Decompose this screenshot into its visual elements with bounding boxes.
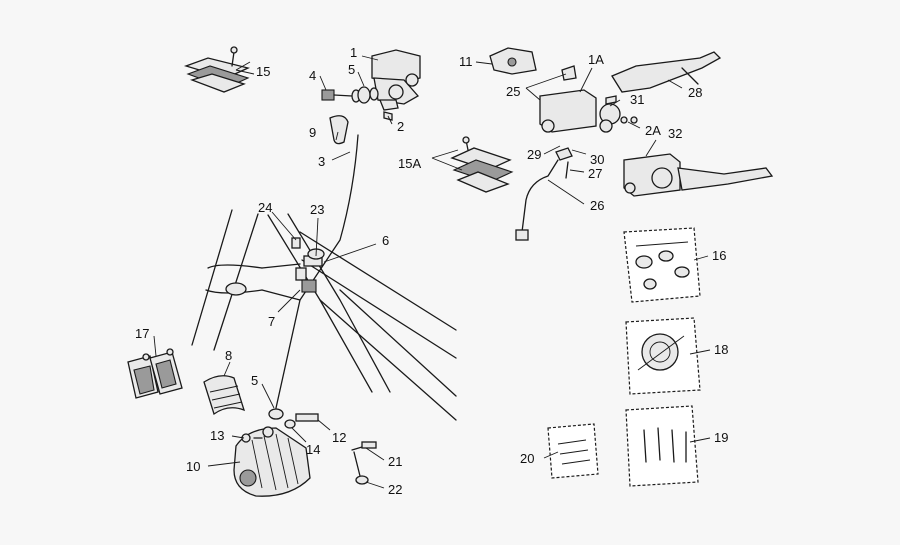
callout-15: 15 [256,64,270,79]
part-32-clutch-assembly [623,153,774,197]
callout-29: 29 [527,147,541,162]
callout-8: 8 [225,348,232,363]
part-10-brake-caliper [233,426,311,497]
callout-17: 17 [135,326,149,341]
banjo-bolt-parts [321,86,393,145]
callout-7: 7 [268,314,275,329]
callout-5-upper: 5 [348,62,355,77]
callout-2A: 2A [645,123,661,138]
pin-and-clip [351,441,377,485]
callout-20: 20 [520,451,534,466]
callout-14: 14 [306,442,320,457]
callout-labels: 1 4 5 2 9 3 15 11 1A 25 31 2A 28 32 29 3… [135,45,728,497]
callout-6: 6 [382,233,389,248]
callout-30: 30 [590,152,604,167]
callout-10: 10 [186,459,200,474]
part-15A-pads [450,136,514,193]
callout-2: 2 [397,119,404,134]
callout-28: 28 [688,85,702,100]
callout-31: 31 [630,92,644,107]
callout-32: 32 [668,126,682,141]
part-26-switch-cable [515,147,573,241]
part-8-shim [203,375,246,416]
part-17-brake-pads [127,348,183,399]
callout-3: 3 [318,154,325,169]
callout-9: 9 [309,125,316,140]
callout-27: 27 [588,166,602,181]
callout-19: 19 [714,430,728,445]
callout-15A: 15A [398,156,421,171]
callout-25: 25 [506,84,520,99]
callout-12: 12 [332,430,346,445]
part-28-brake-lever [611,51,722,93]
part-19-bag [625,405,699,487]
part-20-bag [547,423,599,479]
callout-1: 1 [350,45,357,60]
callout-18: 18 [714,342,728,357]
part-1A-front-master-cylinder [539,65,638,133]
callout-22: 22 [388,482,402,497]
part-11-reservoir [489,47,537,75]
callout-5-lower: 5 [251,373,258,388]
part-18-bag [625,317,701,395]
callout-11: 11 [459,54,473,69]
frame-tubes [191,209,457,421]
callout-26: 26 [590,198,604,213]
callout-24: 24 [258,200,272,215]
callout-1A: 1A [588,52,604,67]
brake-hose [275,134,359,409]
part-15-pads [183,46,250,93]
part-1-master-cylinder [371,49,421,111]
callout-23: 23 [310,202,324,217]
callout-4: 4 [309,68,316,83]
part-16-bag [623,227,701,303]
callout-13: 13 [210,428,224,443]
lower-banjo [268,408,319,429]
callout-21: 21 [388,454,402,469]
callout-16: 16 [712,248,726,263]
leader-lines [153,55,711,489]
